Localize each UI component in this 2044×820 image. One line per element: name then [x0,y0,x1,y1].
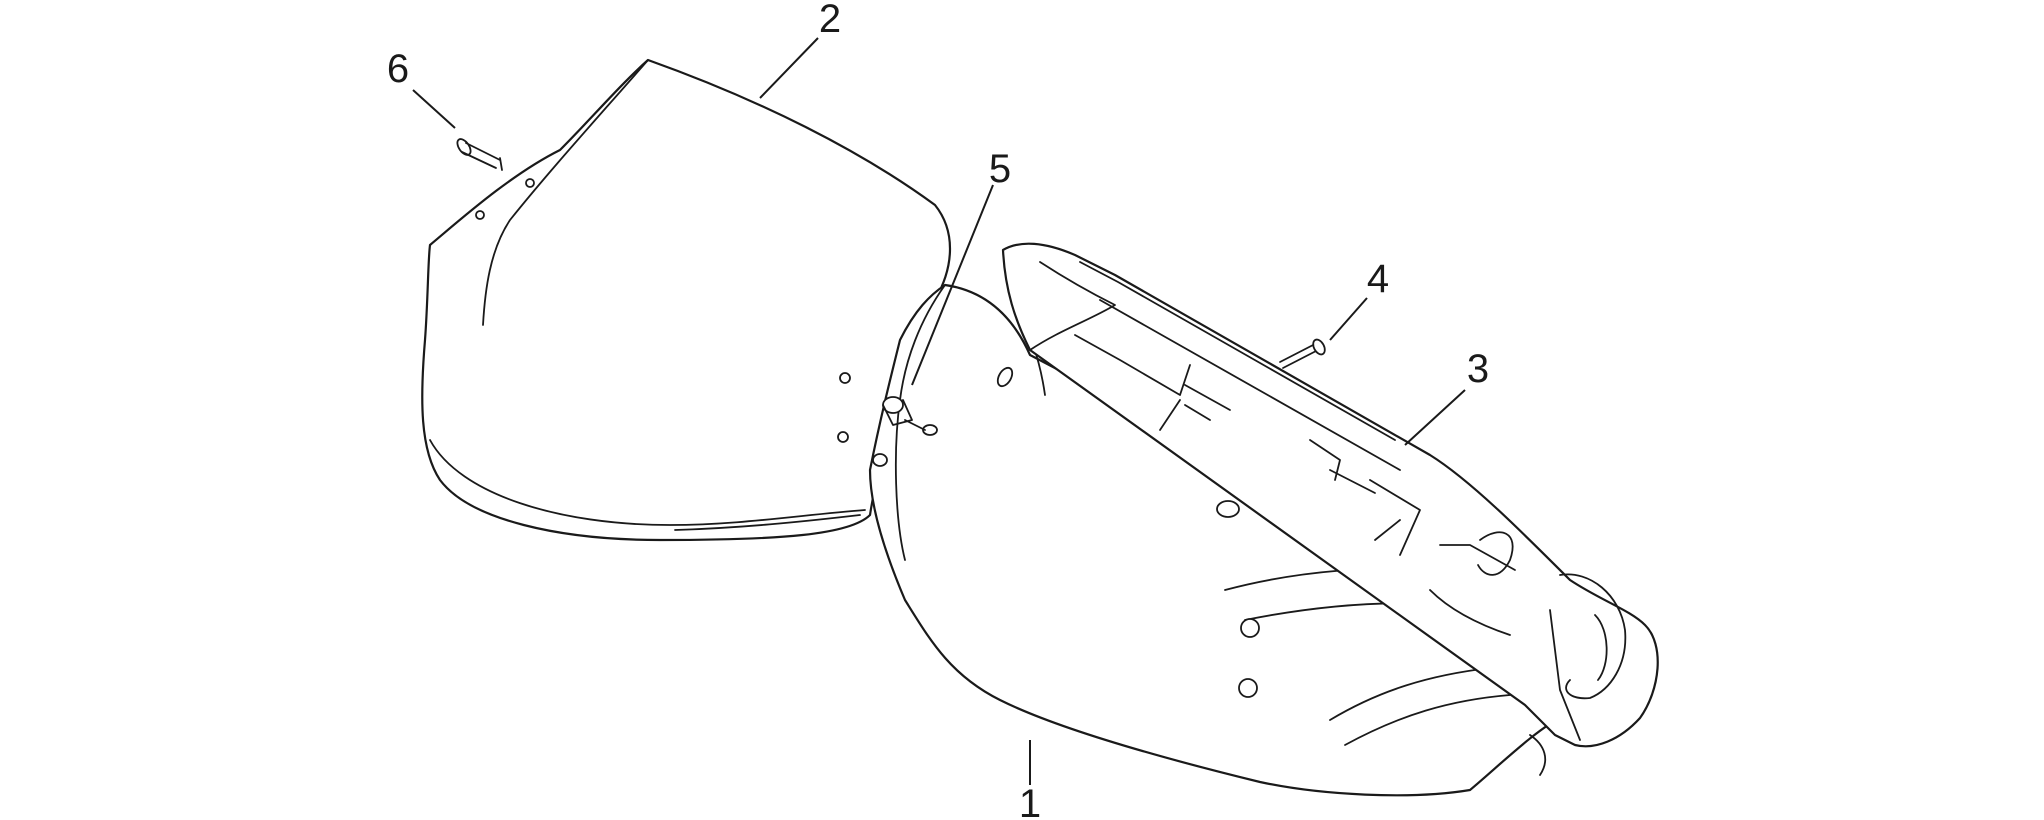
leader-4 [1329,297,1368,341]
leader-6 [412,89,456,129]
screw-part-6 [456,138,503,171]
callout-3: 3 [1467,347,1489,391]
leader-5 [911,184,994,386]
dashboard-cover-part [1001,242,1659,748]
callout-1: 1 [1019,782,1041,820]
leader-3 [1404,389,1466,446]
leader-lines [412,37,1466,785]
callouts: 1 2 3 4 5 6 [387,0,1489,820]
callout-4: 4 [1367,257,1389,301]
callout-5: 5 [989,147,1011,191]
callout-6: 6 [387,47,409,91]
bushing-part-5 [837,372,938,467]
screw-part-4 [1279,338,1326,369]
leader-2 [759,37,819,99]
windshield-part [421,58,951,542]
callout-2: 2 [819,0,841,41]
